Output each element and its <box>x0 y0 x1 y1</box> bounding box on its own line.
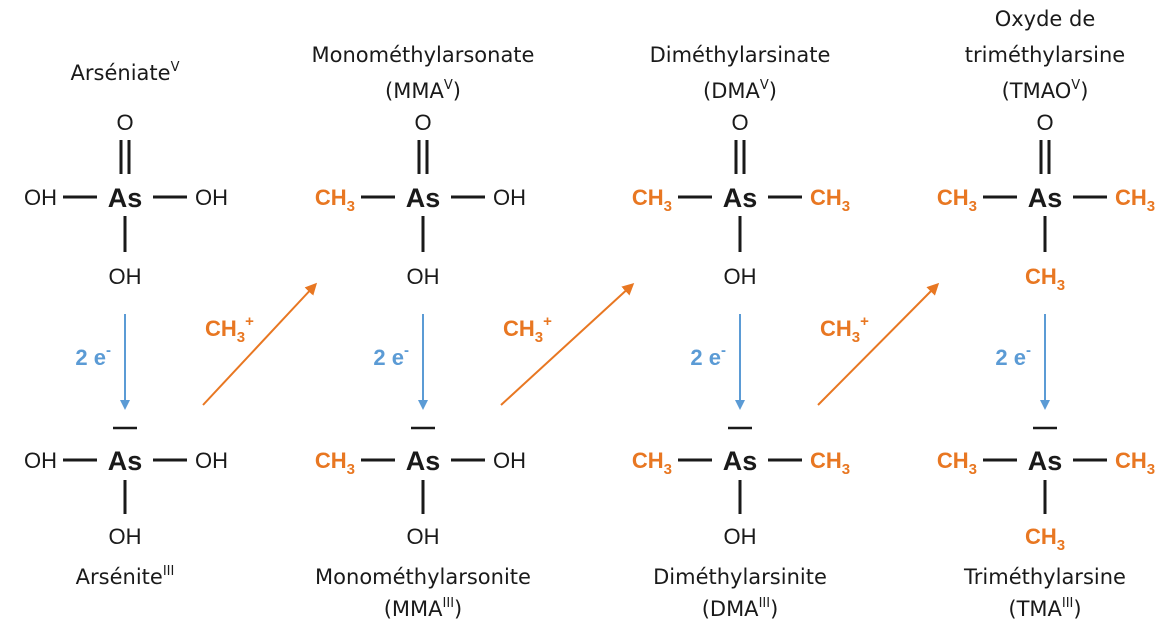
arsenic-top-0: As <box>108 183 143 213</box>
bottom-name-3: Triméthylarsine <box>963 565 1126 589</box>
bottom-name-2: Diméthylarsinite <box>653 565 827 589</box>
top-name-1-0: Monométhylarsonate <box>312 43 535 67</box>
bottom-abbr-2: (DMAIII) <box>702 596 779 621</box>
right-group-top-2: CH3 <box>810 185 850 215</box>
reduction-label-2: 2 e- <box>690 342 726 370</box>
reduction-label-3: 2 e- <box>995 342 1031 370</box>
methylation-label-1: CH3+ <box>503 313 552 346</box>
left-group-top-1: CH3 <box>315 185 355 215</box>
reduction-label-0: 2 e- <box>75 342 111 370</box>
arsenic-bottom-2: As <box>723 446 758 476</box>
top-abbr-3: (TMAOV) <box>1002 78 1089 103</box>
bottom-name-1: Monométhylarsonite <box>315 565 531 589</box>
top-name-2-0: Diméthylarsinate <box>650 43 831 67</box>
left-group-bottom-3: CH3 <box>937 448 977 478</box>
right-group-bottom-2: CH3 <box>810 448 850 478</box>
right-group-bottom-3: CH3 <box>1115 448 1155 478</box>
top-abbr-1: (MMAV) <box>385 78 461 103</box>
left-group-bottom-1: CH3 <box>315 448 355 478</box>
top-name-3-1: triméthylarsine <box>965 43 1125 67</box>
down-group-top-3: CH3 <box>1025 264 1065 294</box>
left-group-top-3: CH3 <box>937 185 977 215</box>
methylation-arrow-0 <box>202 282 318 406</box>
right-group-bottom-1: OH <box>493 448 526 473</box>
right-group-top-0: OH <box>195 185 228 210</box>
oxygen-3: O <box>1036 110 1053 135</box>
arsenic-top-3: As <box>1028 183 1063 213</box>
down-group-top-2: OH <box>724 264 757 289</box>
top-name-3-0: Oxyde de <box>995 7 1096 31</box>
right-group-top-3: CH3 <box>1115 185 1155 215</box>
down-group-bottom-3: CH3 <box>1025 524 1065 554</box>
top-name-0-0: ArséniateV <box>71 60 180 85</box>
left-group-bottom-0: OH <box>24 448 57 473</box>
oxygen-1: O <box>414 110 431 135</box>
arsenic-bottom-0: As <box>108 446 143 476</box>
arsenic-bottom-1: As <box>406 446 441 476</box>
oxygen-2: O <box>731 110 748 135</box>
right-group-top-1: OH <box>493 185 526 210</box>
down-group-bottom-2: OH <box>724 524 757 549</box>
oxygen-0: O <box>116 110 133 135</box>
left-group-top-2: CH3 <box>632 185 672 215</box>
down-group-bottom-0: OH <box>109 524 142 549</box>
methylation-label-0: CH3+ <box>205 313 254 346</box>
down-group-top-1: OH <box>407 264 440 289</box>
down-group-top-0: OH <box>109 264 142 289</box>
reduction-label-1: 2 e- <box>373 342 409 370</box>
arsenic-top-1: As <box>406 183 441 213</box>
left-group-bottom-2: CH3 <box>632 448 672 478</box>
bottom-abbr-1: (MMAIII) <box>384 596 463 621</box>
left-group-top-0: OH <box>24 185 57 210</box>
down-group-bottom-1: OH <box>407 524 440 549</box>
arsenic-bottom-3: As <box>1028 446 1063 476</box>
methylation-arrow-2 <box>817 282 940 406</box>
methylation-label-2: CH3+ <box>820 313 869 346</box>
bottom-name-0: ArséniteIII <box>76 564 175 589</box>
bottom-abbr-3: (TMAIII) <box>1008 596 1081 621</box>
right-group-bottom-0: OH <box>195 448 228 473</box>
arsenic-top-2: As <box>723 183 758 213</box>
top-abbr-2: (DMAV) <box>703 78 777 103</box>
methylation-arrow-1 <box>500 282 635 406</box>
